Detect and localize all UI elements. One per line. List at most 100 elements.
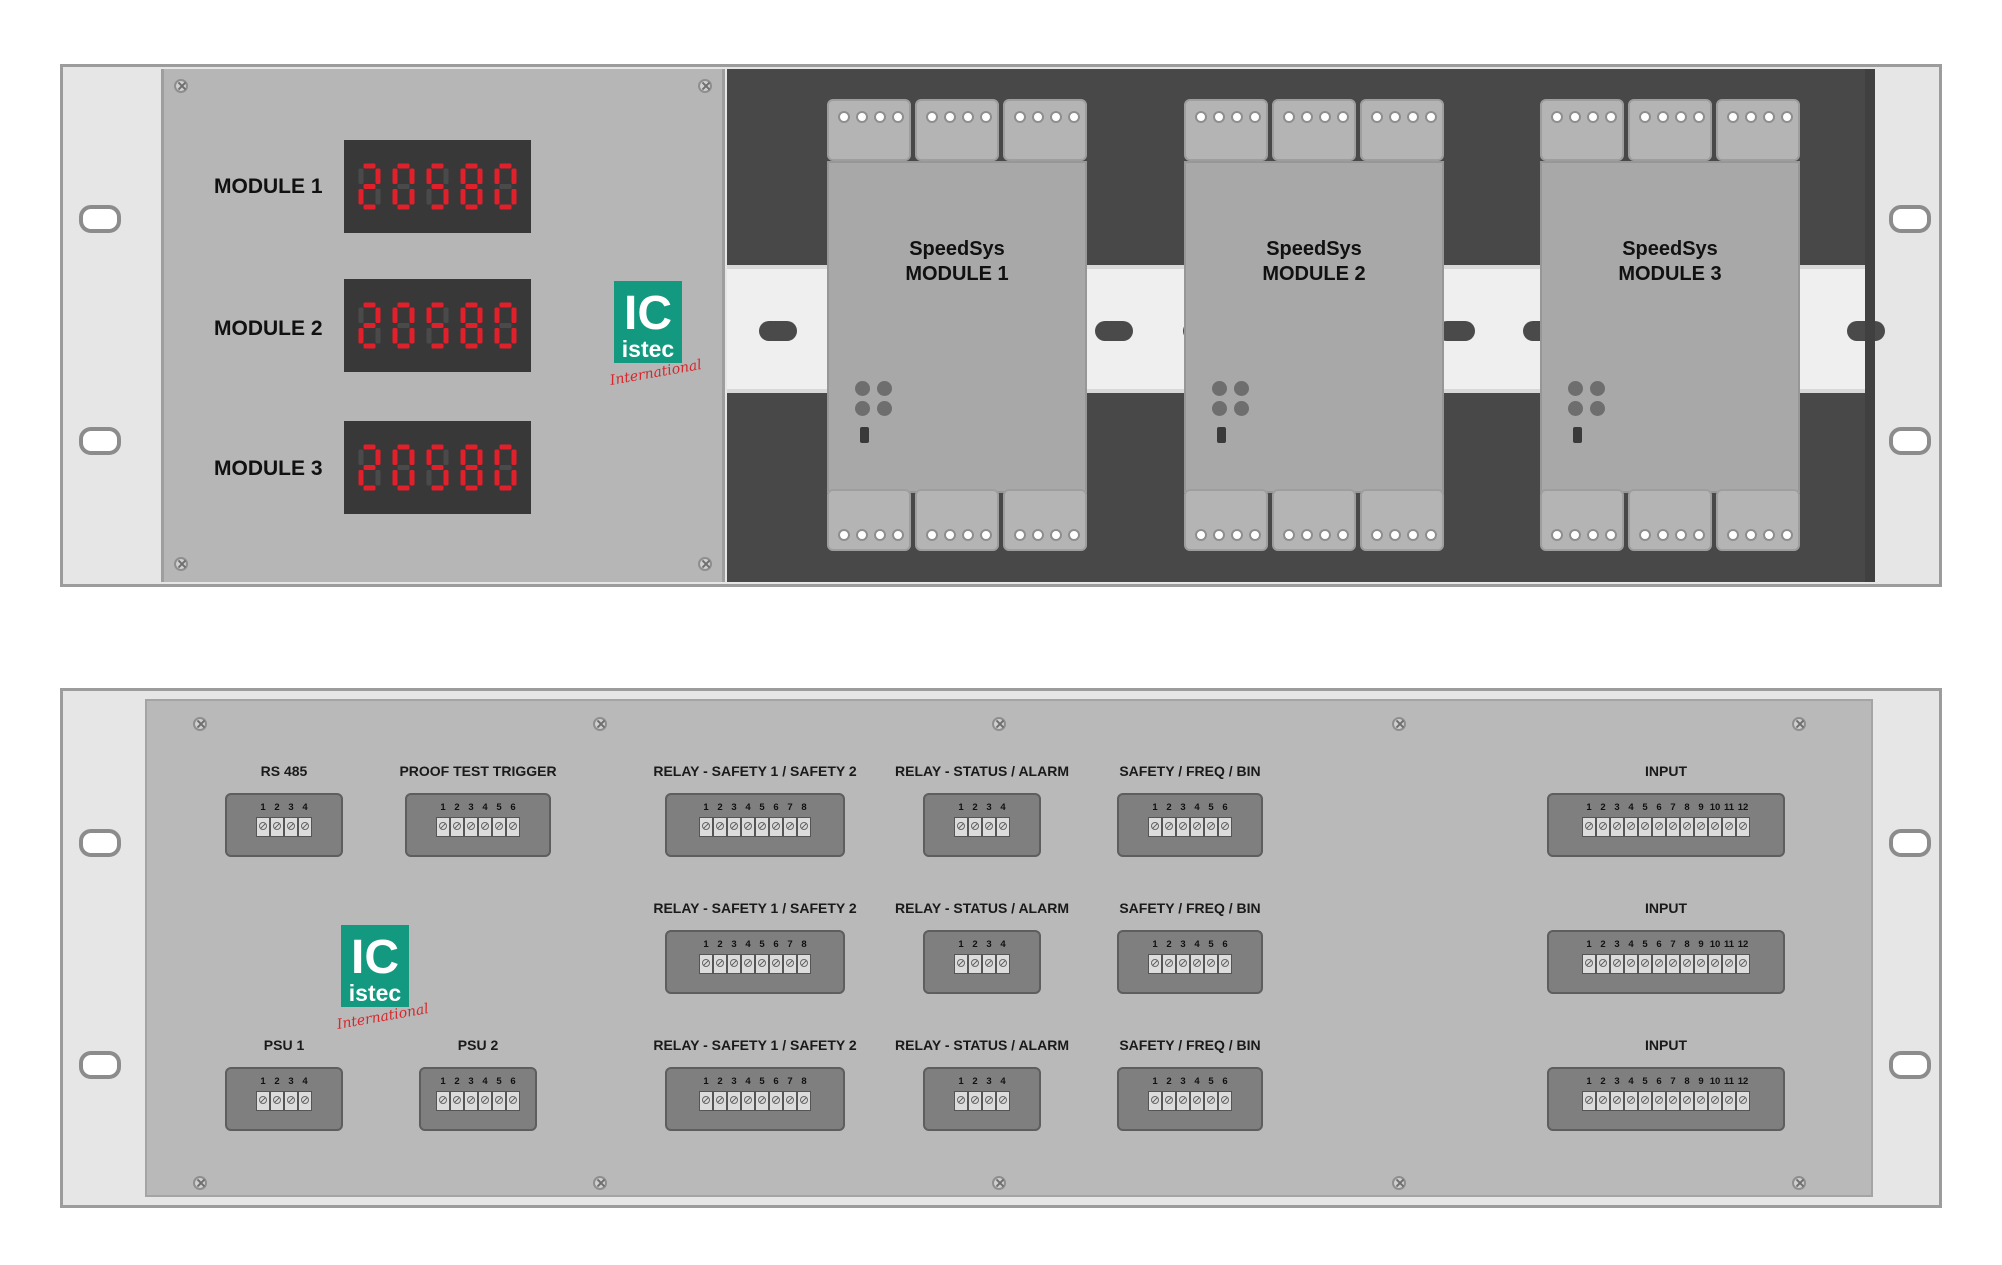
terminal-number: 3 bbox=[1180, 1076, 1186, 1087]
display-segment bbox=[426, 449, 432, 465]
display-segment bbox=[409, 328, 415, 344]
terminal: 2 bbox=[968, 939, 982, 985]
terminal: 2 bbox=[1596, 939, 1610, 985]
display-segment bbox=[397, 465, 410, 470]
mounting-slot bbox=[1889, 427, 1931, 455]
terminal: 3 bbox=[1610, 1076, 1624, 1122]
display-segment bbox=[392, 168, 398, 184]
display-segment bbox=[499, 323, 512, 328]
display-segment bbox=[409, 189, 415, 205]
mounting-slot bbox=[79, 1051, 121, 1079]
status-led-icon bbox=[1590, 401, 1605, 416]
display-segment bbox=[358, 168, 364, 184]
dip-switch-icon bbox=[1573, 427, 1582, 443]
terminal-number: 4 bbox=[1194, 802, 1200, 813]
terminal: 11 bbox=[1722, 802, 1736, 848]
terminal: 2 bbox=[713, 802, 727, 848]
display-segment bbox=[494, 328, 500, 344]
terminal-screw-icon bbox=[783, 1091, 797, 1111]
terminal-screw-icon bbox=[1652, 817, 1666, 837]
screw-icon bbox=[593, 717, 607, 731]
connector-label: RELAY - SAFETY 1 / SAFETY 2 bbox=[653, 1037, 857, 1053]
terminal: 2 bbox=[713, 1076, 727, 1122]
terminal-screw-icon bbox=[1694, 1091, 1708, 1111]
terminal-number: 6 bbox=[1222, 1076, 1228, 1087]
terminal-screw-icon bbox=[1218, 1091, 1232, 1111]
terminal-number: 6 bbox=[1222, 802, 1228, 813]
mounting-slot bbox=[79, 205, 121, 233]
terminal-number: 8 bbox=[801, 1076, 807, 1087]
display-segment bbox=[465, 184, 478, 189]
terminal-number: 11 bbox=[1723, 1076, 1735, 1087]
terminal: 2 bbox=[450, 802, 464, 848]
terminal-screw-icon bbox=[256, 1091, 270, 1111]
terminal-screw-icon bbox=[1218, 817, 1232, 837]
terminal: 5 bbox=[1638, 939, 1652, 985]
istec-logo: IC istec International bbox=[335, 923, 430, 1033]
terminal: 4 bbox=[741, 802, 755, 848]
display-segment bbox=[477, 168, 483, 184]
terminal: 8 bbox=[797, 1076, 811, 1122]
terminal-screw-icon bbox=[1694, 954, 1708, 974]
terminal: 10 bbox=[1708, 939, 1722, 985]
terminal-number: 2 bbox=[717, 802, 723, 813]
terminal-screw-icon bbox=[1596, 1091, 1610, 1111]
status-led-icon bbox=[1568, 381, 1583, 396]
dip-switch-icon bbox=[860, 427, 869, 443]
terminal: 4 bbox=[996, 1076, 1010, 1122]
terminal: 4 bbox=[478, 1076, 492, 1122]
terminal-number: 5 bbox=[1208, 802, 1214, 813]
terminal: 1 bbox=[436, 1076, 450, 1122]
terminal: 4 bbox=[1624, 802, 1638, 848]
terminal-number: 12 bbox=[1737, 1076, 1749, 1087]
terminal-number: 4 bbox=[302, 802, 308, 813]
display-segment bbox=[375, 307, 381, 323]
terminal: 6 bbox=[769, 802, 783, 848]
display-segment bbox=[431, 204, 444, 210]
display-segment bbox=[494, 307, 500, 323]
display-segment bbox=[499, 343, 512, 349]
display-segment bbox=[409, 449, 415, 465]
terminal-screw-icon bbox=[1610, 1091, 1624, 1111]
terminal: 3 bbox=[727, 939, 741, 985]
terminal-number: 4 bbox=[1194, 1076, 1200, 1087]
terminal: 3 bbox=[1610, 802, 1624, 848]
terminal-number: 5 bbox=[1642, 939, 1648, 950]
terminal: 9 bbox=[1694, 802, 1708, 848]
terminal-number: 10 bbox=[1709, 802, 1721, 813]
terminal: 4 bbox=[996, 802, 1010, 848]
terminal-number: 2 bbox=[1166, 1076, 1172, 1087]
terminal-number: 5 bbox=[759, 1076, 765, 1087]
connector-label: SAFETY / FREQ / BIN bbox=[1119, 1037, 1261, 1053]
terminal-number: 1 bbox=[1152, 939, 1158, 950]
terminal-number: 2 bbox=[717, 939, 723, 950]
display-segment bbox=[431, 323, 444, 328]
terminal: 10 bbox=[1708, 1076, 1722, 1122]
terminal: 2 bbox=[450, 1076, 464, 1122]
display-segment bbox=[375, 189, 381, 205]
terminal-screw-icon bbox=[436, 817, 450, 837]
terminal-number: 6 bbox=[510, 1076, 516, 1087]
display-segment bbox=[465, 465, 478, 470]
terminal-number: 2 bbox=[972, 802, 978, 813]
terminal-number: 2 bbox=[1600, 1076, 1606, 1087]
display-segment bbox=[426, 189, 432, 205]
terminal-number: 8 bbox=[1684, 802, 1690, 813]
terminal-screw-icon bbox=[1176, 1091, 1190, 1111]
terminal-number: 5 bbox=[496, 1076, 502, 1087]
terminal-screw-icon bbox=[284, 817, 298, 837]
terminal-number: 10 bbox=[1709, 939, 1721, 950]
display-segment bbox=[494, 449, 500, 465]
terminal-screw-icon bbox=[1708, 1091, 1722, 1111]
istec-logo: IC istec International bbox=[608, 279, 703, 389]
status-led-icon bbox=[877, 381, 892, 396]
display-module-1 bbox=[344, 140, 531, 233]
terminal-number: 1 bbox=[703, 1076, 709, 1087]
display-segment bbox=[499, 485, 512, 491]
terminal-number: 8 bbox=[1684, 1076, 1690, 1087]
display-module-3 bbox=[344, 421, 531, 514]
terminal: 1 bbox=[1148, 939, 1162, 985]
display-segment bbox=[443, 449, 449, 465]
